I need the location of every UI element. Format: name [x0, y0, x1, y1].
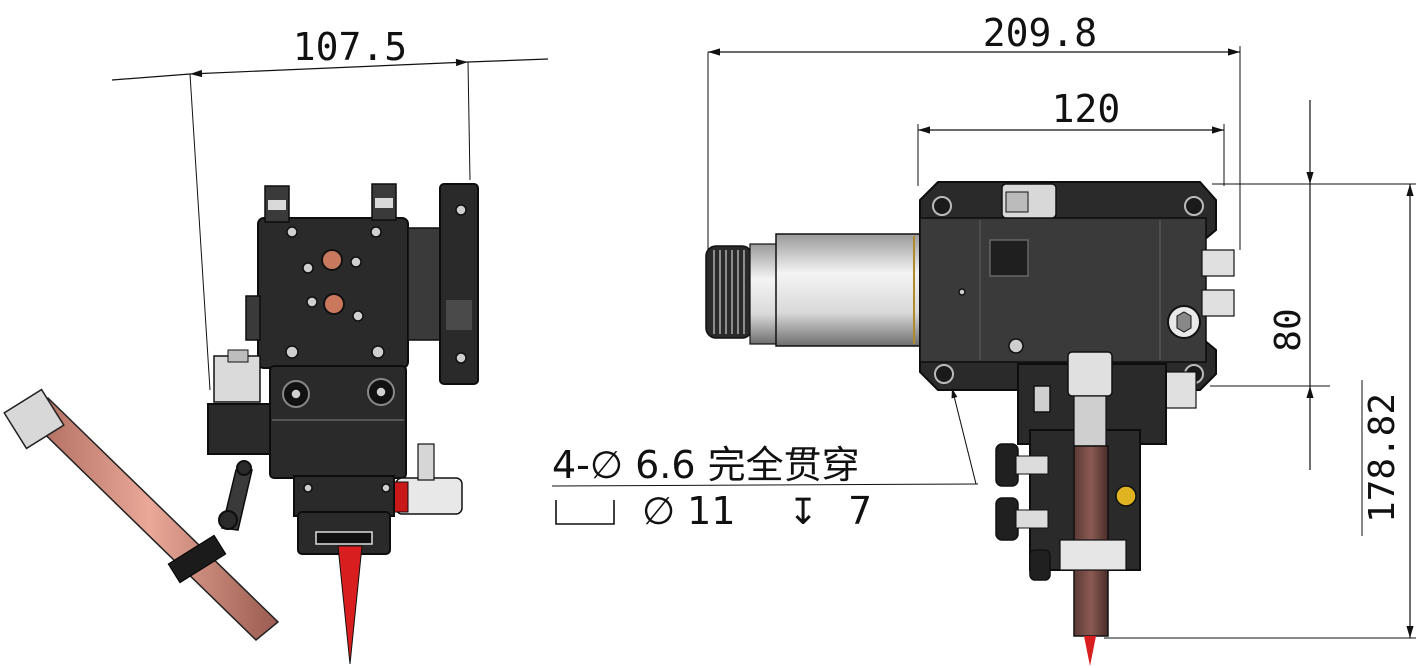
dimension-left-width: 107.5 — [111, 25, 549, 391]
copper-tube — [3, 388, 280, 642]
nozzle-beam — [337, 545, 363, 665]
counterbore-icon — [555, 500, 615, 525]
hole-note-depth: 7 — [848, 489, 872, 533]
dimension-text-body-height: 80 — [1268, 308, 1309, 351]
dimension-overall-length: 209.8 — [707, 11, 1241, 252]
adjust-knobs — [995, 443, 1051, 581]
dimension-body-height: 80 — [1210, 100, 1330, 470]
hole-note-depth-symbol: ↧ — [788, 492, 818, 533]
left-flange — [439, 183, 479, 385]
dimension-text-overall-length: 209.8 — [983, 11, 1097, 55]
left-view: 107.5 — [3, 25, 549, 665]
dimension-text-overall-height: 178.82 — [1362, 393, 1403, 523]
left-upper-block — [257, 217, 409, 369]
dimension-text-body-length: 120 — [1052, 87, 1121, 131]
dimension-text-left-width: 107.5 — [293, 25, 407, 69]
hole-note-diameter: ∅ 11 — [642, 489, 736, 533]
hole-note-line1: 4-∅ 6.6 完全贯穿 — [552, 443, 860, 487]
dimension-body-length: 120 — [917, 87, 1225, 186]
right-view: 209.8 120 80 178.82 — [705, 11, 1416, 666]
dimension-overall-height: 178.82 — [1104, 183, 1416, 639]
hole-callout: 4-∅ 6.6 完全贯穿 ⌴ ∅ 11 ↧ 7 — [551, 443, 979, 533]
collimator-lens — [705, 233, 921, 347]
